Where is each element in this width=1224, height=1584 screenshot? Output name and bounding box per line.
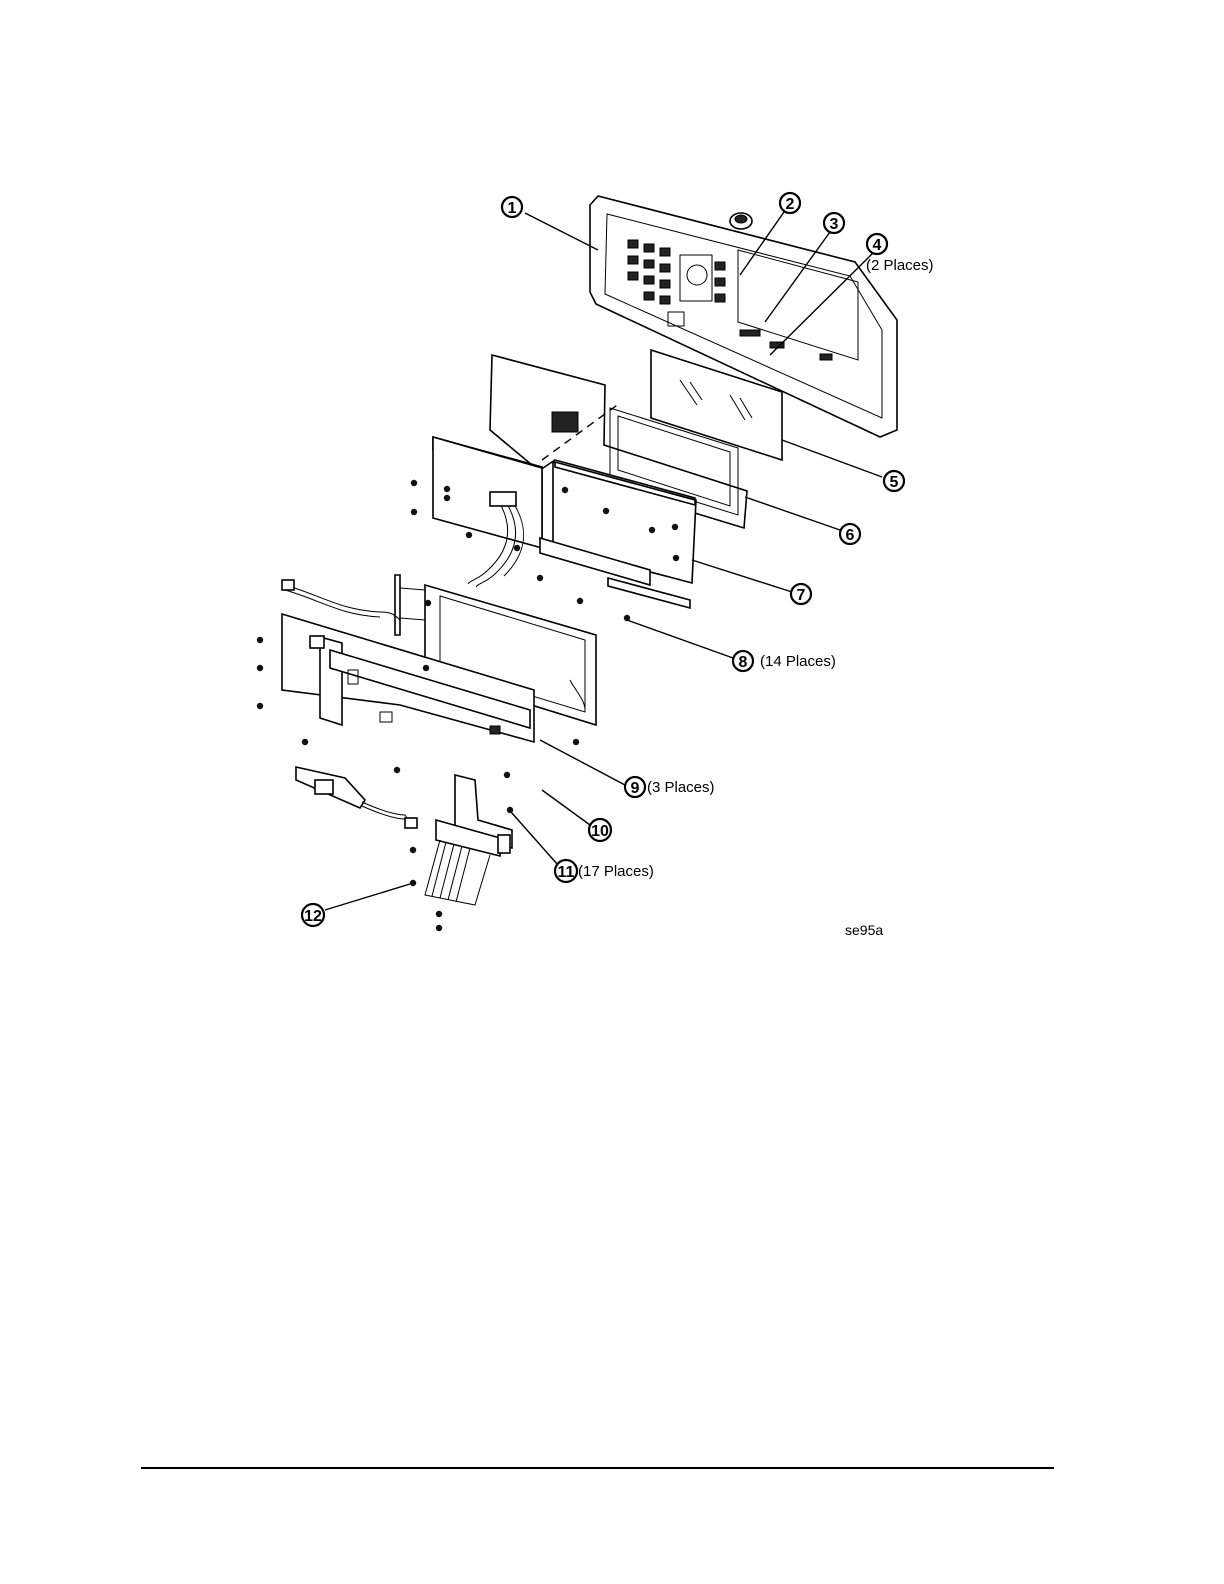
svg-text:(17 Places): (17 Places)	[578, 863, 654, 880]
svg-text:7: 7	[797, 587, 806, 604]
svg-text:2: 2	[786, 196, 795, 213]
svg-text:3: 3	[830, 216, 839, 233]
svg-text:9: 9	[631, 780, 640, 797]
svg-text:(14 Places): (14 Places)	[760, 653, 836, 670]
callout-10: 10	[589, 819, 611, 841]
callout-11: 11 (17 Places)	[555, 860, 654, 882]
svg-text:4: 4	[873, 237, 882, 254]
footer-rule	[141, 1467, 1054, 1469]
svg-text:6: 6	[846, 527, 855, 544]
svg-text:5: 5	[890, 474, 899, 491]
callout-9: 9 (3 Places)	[625, 777, 715, 797]
callout-4: 4 (2 Places)	[866, 234, 934, 274]
svg-text:(2 Places): (2 Places)	[866, 257, 934, 274]
svg-text:1: 1	[508, 200, 517, 217]
bracket-assembly	[296, 767, 512, 905]
callout-8: 8 (14 Places)	[733, 651, 836, 671]
callout-6: 6	[840, 524, 860, 544]
svg-text:10: 10	[591, 823, 609, 840]
figure-code: se95a	[845, 922, 883, 938]
callout-3: 3	[824, 213, 844, 233]
callout-5: 5	[884, 471, 904, 491]
callout-1: 1	[502, 197, 522, 217]
callout-12: 12	[302, 904, 324, 926]
knob	[730, 213, 752, 229]
svg-text:12: 12	[304, 908, 322, 925]
svg-text:11: 11	[558, 864, 575, 881]
callout-7: 7	[791, 584, 811, 604]
svg-text:(3 Places): (3 Places)	[647, 779, 715, 796]
svg-text:8: 8	[739, 654, 748, 671]
callout-2: 2	[780, 193, 800, 213]
